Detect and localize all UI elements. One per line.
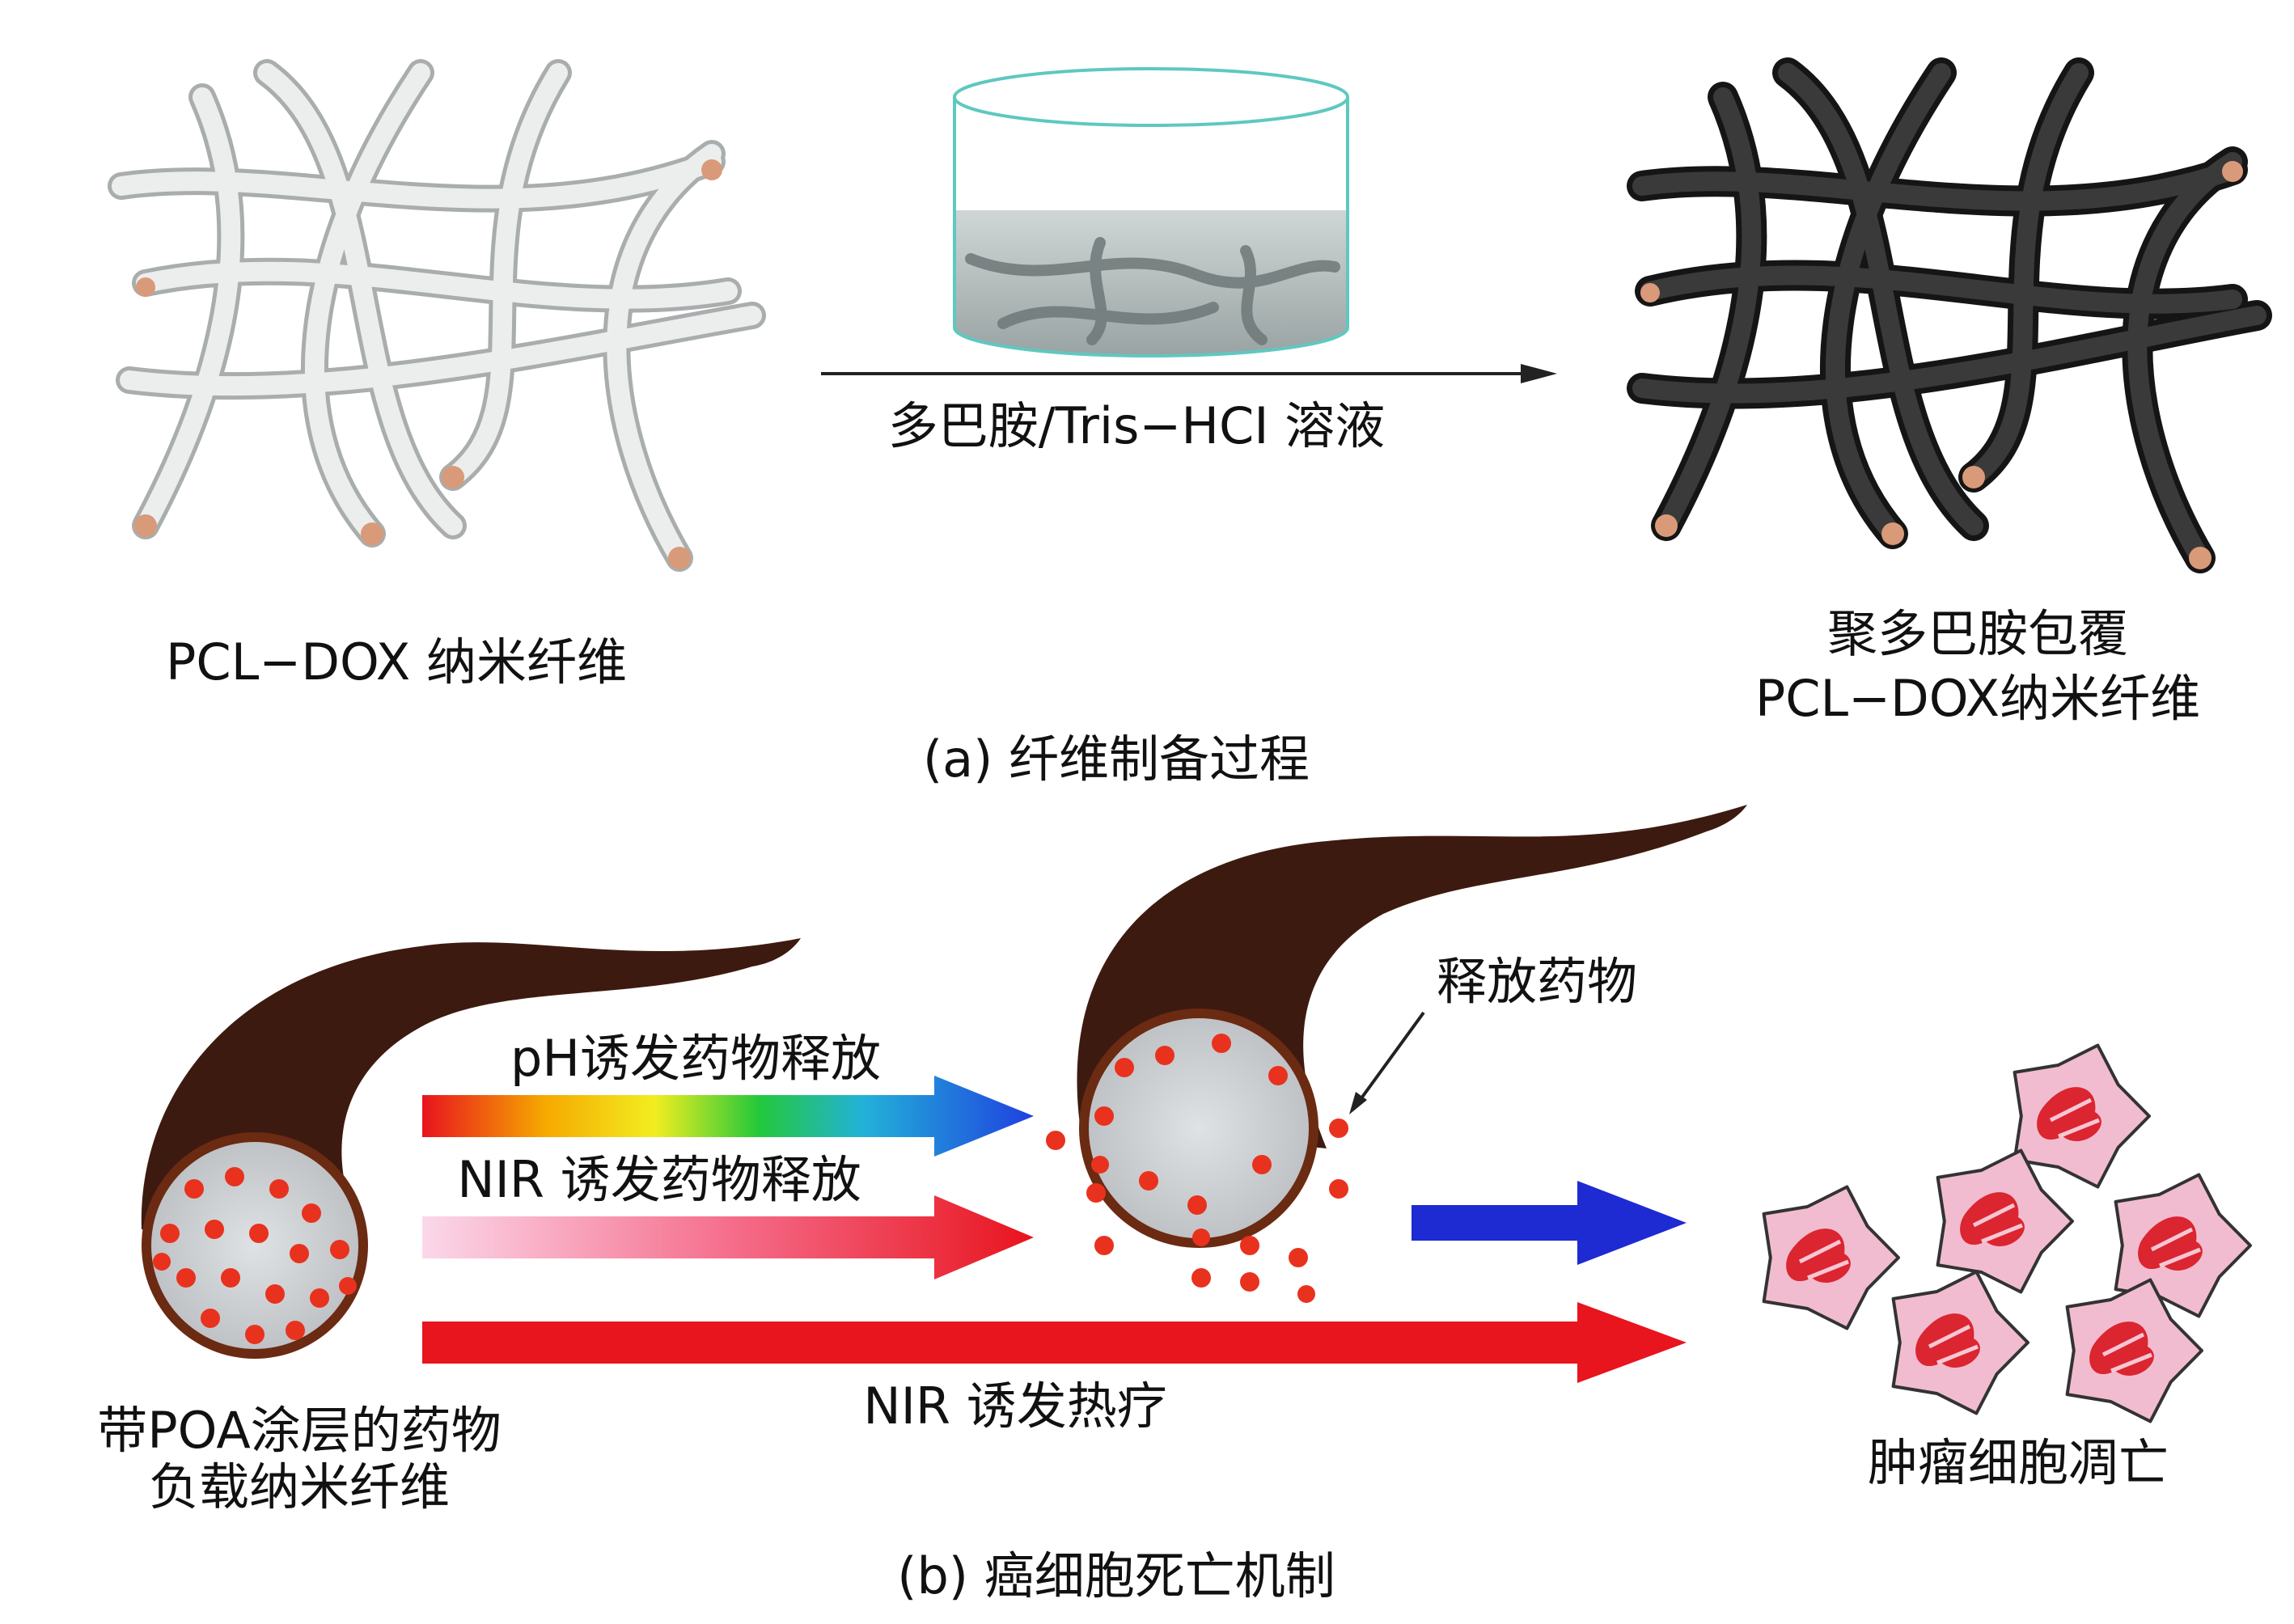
panel-a-right-label-2: PCL−DOX纳米纤维 <box>1755 669 2200 728</box>
coated-fiber-mesh <box>1627 57 2272 573</box>
fiber-label-1: 带POA涂层的药物 <box>97 1401 502 1460</box>
nir-release-label: NIR 诱发药物释放 <box>457 1150 861 1209</box>
drug-particles-mid <box>1091 1034 1288 1215</box>
nir-release-arrow <box>422 1195 1034 1279</box>
panel-b-caption: (b) 癌细胞死亡机制 <box>897 1546 1335 1605</box>
releasing-fiber <box>1046 805 1747 1303</box>
tumor-cell <box>1891 1270 2029 1415</box>
tumor-cell <box>2065 1278 2203 1423</box>
released-drug-particles <box>1046 1119 1348 1303</box>
cell-label: 肿瘤细胞凋亡 <box>1868 1433 2169 1492</box>
release-label: 释放药物 <box>1437 952 1637 1011</box>
drug-particles-left <box>153 1167 357 1344</box>
panel-a-right-label-1: 聚多巴胺包覆 <box>1827 604 2128 663</box>
ph-release-arrow <box>422 1076 1034 1157</box>
release-callout <box>1349 1011 1425 1114</box>
nir-thermo-arrow <box>422 1302 1687 1383</box>
panel-a-left-label: PCL−DOX 纳米纤维 <box>166 632 627 691</box>
tumor-cells <box>1762 1043 2252 1423</box>
apoptosis-arrow <box>1412 1181 1687 1265</box>
panel-a-caption: (a) 纤维制备过程 <box>923 730 1310 789</box>
ph-arrow-label: pH诱发药物释放 <box>510 1029 881 1088</box>
white-fiber-mesh <box>108 59 766 572</box>
tumor-cell <box>2013 1043 2151 1189</box>
text-layer: PCL−DOX 纳米纤维 多巴胺/Tris−HCI 溶液 聚多巴胺包覆 PCL−… <box>97 396 2200 1605</box>
reaction-arrow <box>821 364 1557 383</box>
thermo-label: NIR 诱发热疗 <box>863 1377 1166 1436</box>
tumor-cell <box>1936 1148 2074 1294</box>
beaker-with-solution <box>953 67 1349 357</box>
coated-drug-fiber <box>141 938 802 1359</box>
tumor-cell <box>1762 1185 1900 1330</box>
reaction-label: 多巴胺/Tris−HCI 溶液 <box>888 396 1386 455</box>
fiber-label-2: 负载纳米纤维 <box>149 1457 450 1516</box>
